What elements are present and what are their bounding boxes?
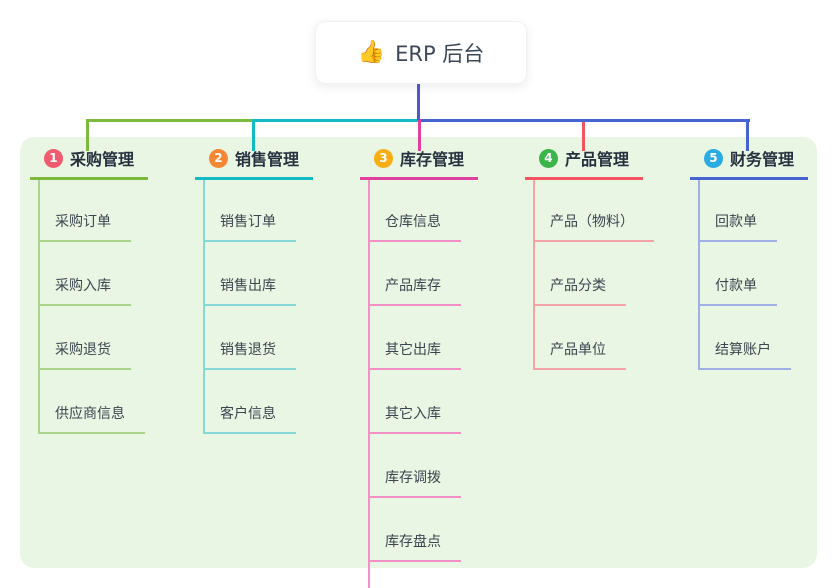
branch-3-children: 仓库信息 产品库存 其它出库 其它入库 库存调拨 库存盘点 出库库明细 <box>368 180 478 588</box>
priority-2-icon: 2 <box>208 148 228 168</box>
branch-2-label: 销售管理 <box>234 150 299 169</box>
branch-sales-management: 2 销售管理 销售订单 销售出库 销售退货 客户信息 <box>195 146 313 434</box>
root-node[interactable]: 👍 ERP 后台 <box>315 21 527 84</box>
connector-branch-2-drop <box>252 119 255 151</box>
branch-5-child-3[interactable]: 结算账户 <box>700 306 791 370</box>
branch-1-label: 采购管理 <box>69 150 134 169</box>
connector-branch-4-drop <box>582 119 585 151</box>
branch-1-child-1[interactable]: 采购订单 <box>40 180 131 242</box>
branch-5-children: 回款单 付款单 结算账户 <box>698 180 808 370</box>
branch-2-title[interactable]: 2 销售管理 <box>195 146 313 180</box>
branch-inventory-management: 3 库存管理 仓库信息 产品库存 其它出库 其它入库 库存调拨 库存盘点 出库库… <box>360 146 478 588</box>
branch-3-label: 库存管理 <box>399 150 464 169</box>
branch-4-child-2[interactable]: 产品分类 <box>535 242 626 306</box>
branch-2-children: 销售订单 销售出库 销售退货 客户信息 <box>203 180 313 434</box>
branch-4-label: 产品管理 <box>564 150 629 169</box>
branch-1-title[interactable]: 1 采购管理 <box>30 146 148 180</box>
branch-5-label: 财务管理 <box>729 150 794 169</box>
connector-branch-5-drop <box>746 119 749 151</box>
branch-3-child-1[interactable]: 仓库信息 <box>370 180 461 242</box>
branch-5-title[interactable]: 5 财务管理 <box>690 146 808 180</box>
branch-2-child-4[interactable]: 客户信息 <box>205 370 296 434</box>
priority-3-icon: 3 <box>373 148 393 168</box>
branch-3-child-6[interactable]: 库存盘点 <box>370 498 461 562</box>
branch-5-child-2[interactable]: 付款单 <box>700 242 777 306</box>
branch-3-child-3[interactable]: 其它出库 <box>370 306 461 370</box>
branch-4-children: 产品（物料） 产品分类 产品单位 <box>533 180 654 370</box>
branch-product-management: 4 产品管理 产品（物料） 产品分类 产品单位 <box>525 146 654 370</box>
branch-1-child-4[interactable]: 供应商信息 <box>40 370 145 434</box>
branch-4-title[interactable]: 4 产品管理 <box>525 146 643 180</box>
connector-branch-1-drop <box>86 119 89 151</box>
branch-3-title[interactable]: 3 库存管理 <box>360 146 478 180</box>
connector-branch-2-horizontal <box>252 119 420 122</box>
connector-branch-3-drop <box>418 119 421 151</box>
branch-3-child-2[interactable]: 产品库存 <box>370 242 461 306</box>
connector-root-stem <box>417 82 420 120</box>
branch-3-child-7[interactable]: 出库库明细 <box>370 562 475 588</box>
priority-4-icon: 4 <box>538 148 558 168</box>
branch-1-children: 采购订单 采购入库 采购退货 供应商信息 <box>38 180 148 434</box>
branch-finance-management: 5 财务管理 回款单 付款单 结算账户 <box>690 146 808 370</box>
branch-3-child-5[interactable]: 库存调拨 <box>370 434 461 498</box>
branch-2-child-2[interactable]: 销售出库 <box>205 242 296 306</box>
branch-2-child-1[interactable]: 销售订单 <box>205 180 296 242</box>
branch-5-child-1[interactable]: 回款单 <box>700 180 777 242</box>
root-node-label: ERP 后台 <box>395 41 485 66</box>
thumbs-up-icon: 👍 <box>357 39 386 65</box>
branch-3-child-4[interactable]: 其它入库 <box>370 370 461 434</box>
branch-2-child-3[interactable]: 销售退货 <box>205 306 296 370</box>
connector-branch-5-horizontal <box>419 119 750 122</box>
branch-4-child-3[interactable]: 产品单位 <box>535 306 626 370</box>
priority-5-icon: 5 <box>703 148 723 168</box>
branch-1-child-2[interactable]: 采购入库 <box>40 242 131 306</box>
branch-purchase-management: 1 采购管理 采购订单 采购入库 采购退货 供应商信息 <box>30 146 148 434</box>
branch-4-child-1[interactable]: 产品（物料） <box>535 180 654 242</box>
branch-1-child-3[interactable]: 采购退货 <box>40 306 131 370</box>
priority-1-icon: 1 <box>43 148 63 168</box>
